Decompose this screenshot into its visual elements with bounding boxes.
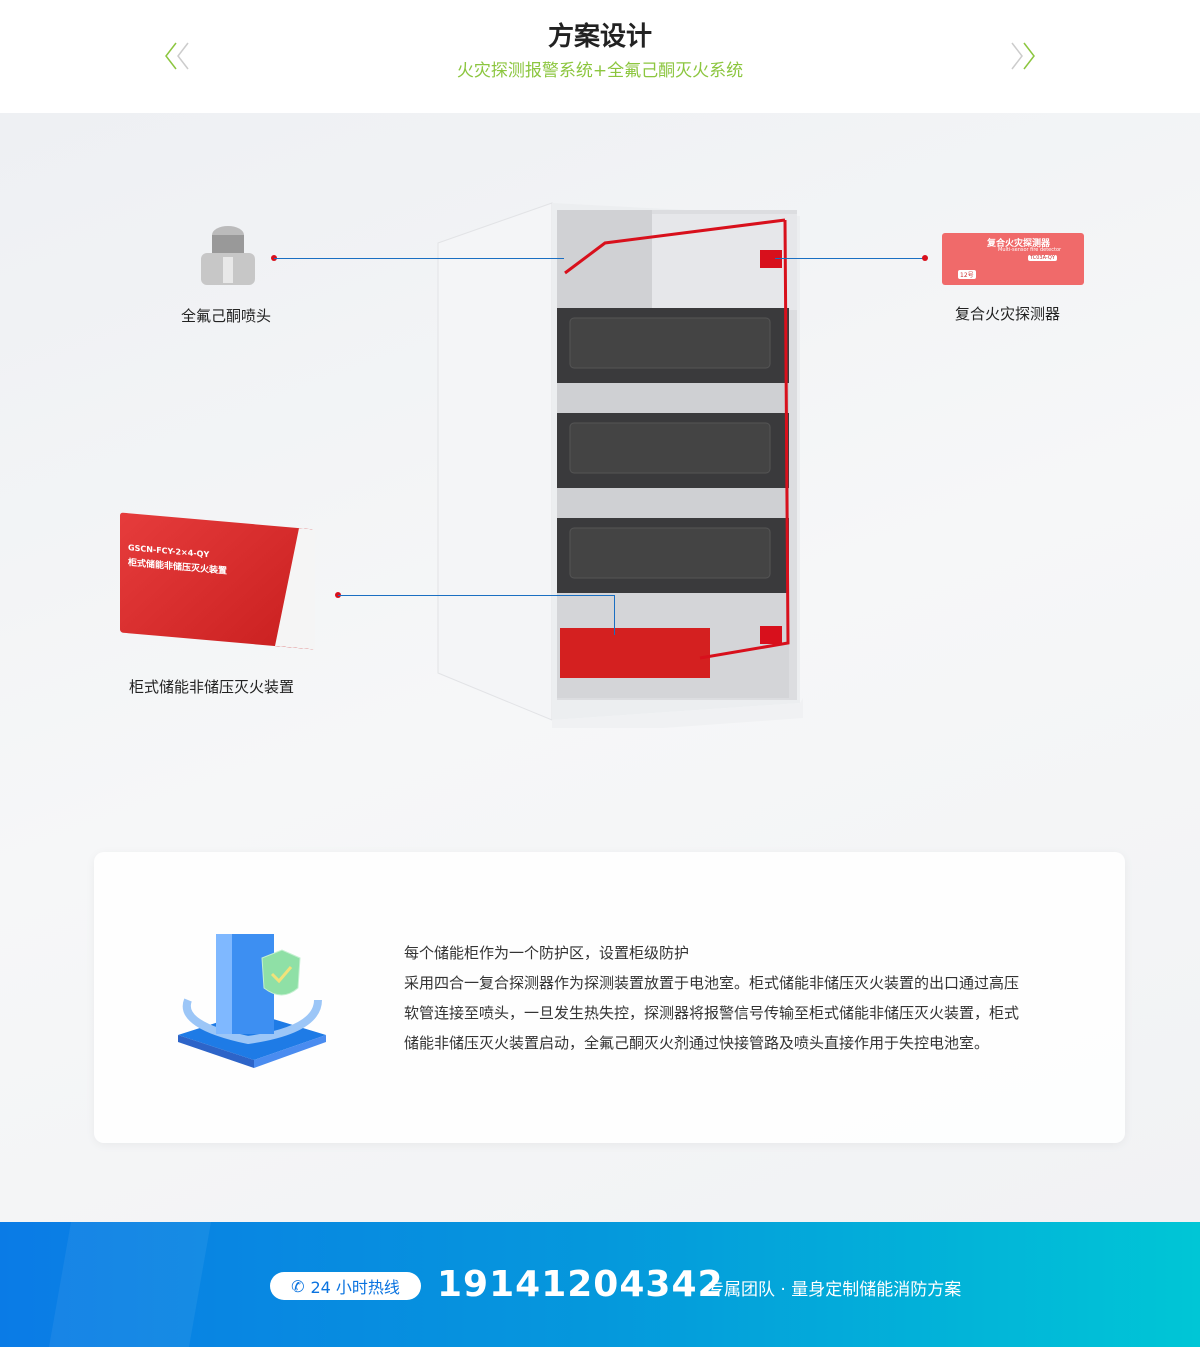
nozzle-icon	[201, 226, 255, 285]
page-subtitle: 火灾探测报警系统+全氟己酮灭火系统	[456, 61, 744, 81]
detector-image-model: TC03A-QY	[1028, 255, 1057, 261]
extinguisher-device-image: GSCN-FCY-2×4-QY 柜式储能非储压灭火装置	[120, 512, 315, 650]
next-arrow-icon[interactable]	[998, 40, 1038, 72]
extinguisher-in-cabinet	[560, 628, 710, 678]
callout-line	[338, 595, 615, 596]
description-line: 软管连接至喷头，一旦发生热失控，探测器将报警信号传输至柜式储能非储压灭火装置，柜…	[404, 1004, 1020, 1022]
description-line: 采用四合一复合探测器作为探测装置放置于电池室。柜式储能非储压灭火装置的出口通过高…	[404, 974, 1020, 992]
battery-module	[557, 518, 789, 593]
description-line: 储能非储压灭火装置启动，全氟己酮灭火剂通过快接管路及喷头直接作用于失控电池室。	[404, 1034, 990, 1052]
battery-module	[557, 413, 789, 488]
detector-label: 复合火灾探测器	[955, 305, 1061, 323]
device-label: 柜式储能非储压灭火装置	[129, 678, 295, 696]
battery-module	[557, 308, 789, 383]
pipe	[699, 219, 790, 660]
nozzle-label: 全氟己酮喷头	[181, 307, 272, 325]
detector-image: 复合火灾探测器 Multi-sensor fire detector TC03A…	[942, 233, 1084, 285]
prev-arrow-icon[interactable]	[162, 40, 202, 72]
detector-image-en: Multi-sensor fire detector	[998, 247, 1062, 253]
callout-line	[274, 258, 564, 259]
footer-hotline-banner: ✆ 24 小时热线 19141204342 专属团队 · 量身定制储能消防方案	[0, 1222, 1200, 1347]
device-image-name: 柜式储能非储压灭火装置	[128, 558, 228, 577]
section-header: 方案设计 火灾探测报警系统+全氟己酮灭火系统	[0, 0, 1200, 113]
battery-cabinet-illustration	[437, 202, 803, 728]
description-card: 每个储能柜作为一个防护区，设置柜级防护 采用四合一复合探测器作为探测装置放置于电…	[94, 852, 1125, 1143]
phone-icon: ✆	[291, 1276, 305, 1296]
divider	[689, 1276, 690, 1296]
callout-line	[614, 595, 615, 635]
description-heading: 每个储能柜作为一个防护区，设置柜级防护	[404, 944, 690, 962]
callout-dot	[922, 255, 928, 261]
callout-line	[775, 258, 925, 259]
pipe	[564, 218, 786, 275]
detector-in-cabinet	[760, 250, 782, 268]
description-text: 每个储能柜作为一个防护区，设置柜级防护 采用四合一复合探测器作为探测装置放置于电…	[404, 938, 1019, 1058]
protected-cabinet-icon	[178, 934, 326, 1068]
slogan: 专属团队 · 量身定制储能消防方案	[707, 1280, 962, 1300]
hotline-label: 24 小时热线	[310, 1278, 400, 1297]
decorative-shape	[48, 1222, 212, 1347]
page-title: 方案设计	[547, 22, 652, 52]
pipe-connector	[760, 626, 782, 644]
detector-image-tag: 12号	[958, 270, 976, 279]
hotline-number[interactable]: 19141204342	[437, 1264, 724, 1305]
detector-image-name: 复合火灾探测器	[987, 239, 1051, 249]
hotline-badge[interactable]: ✆ 24 小时热线	[270, 1272, 421, 1300]
